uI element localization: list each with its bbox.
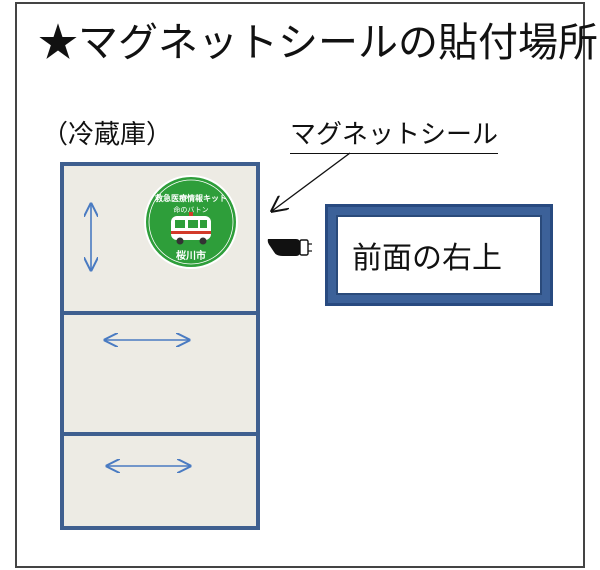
- fridge-label: （冷蔵庫）: [42, 120, 173, 150]
- badge-top-text: 救急医療情報キット: [155, 193, 227, 203]
- callout-text: 前面の右上: [352, 241, 502, 276]
- page-title: ★マグネットシールの貼付場所: [38, 20, 598, 66]
- fridge-bottom-drawer: [60, 432, 260, 530]
- fridge-middle-drawer: [60, 311, 260, 436]
- badge-middle-text: 命のバトン: [173, 205, 208, 214]
- callout-inner: 前面の右上: [336, 215, 542, 295]
- pointing-hand-icon: [267, 239, 312, 256]
- sticker-label: マグネットシール: [290, 114, 499, 154]
- magnet-sticker-badge: 救急医療情報キット 命のバトン 桜川市: [144, 175, 238, 269]
- badge-bottom-text: 桜川市: [176, 249, 206, 262]
- leader-arrow: [272, 152, 351, 211]
- ambulance-icon: [171, 212, 211, 245]
- diagram-frame: [15, 2, 585, 568]
- callout-box: 前面の右上: [325, 204, 553, 306]
